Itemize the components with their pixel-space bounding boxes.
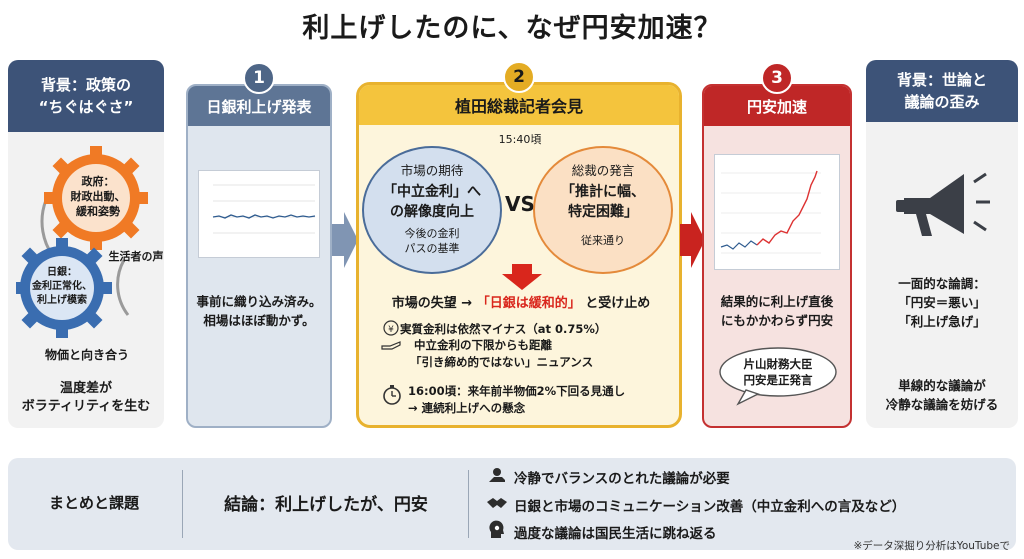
gear-boj-label: 日銀： 金利正常化、 利上げ模索 <box>32 267 92 306</box>
text-line: 特定困難」 <box>568 204 638 220</box>
text-line: にもかかわらず円安 <box>720 313 834 328</box>
hand-icon <box>381 341 401 350</box>
background-opinion-panel: 背景：世論と 議論の歪み <box>866 60 1018 428</box>
text-line: 今後の金利 <box>404 227 460 240</box>
text-line: 「円安＝悪い」 <box>898 295 986 310</box>
heading-line: 議論の歪み <box>904 93 980 111</box>
flat-rate-chart <box>198 170 320 258</box>
text-line: 結果的に利上げ直後 <box>720 294 834 309</box>
governor-statement-title: 総裁の発言 <box>571 163 635 178</box>
step2-number-badge: 2 <box>503 61 535 93</box>
text-line: 温度差が <box>59 381 112 396</box>
flat-line-chart-image <box>212 184 316 234</box>
text-line: ボラティリティを生む <box>21 399 151 414</box>
step3-description: 結果的に利上げ直後 にもかかわらず円安 <box>704 292 850 330</box>
text-fragment: と受け止め <box>585 296 651 311</box>
text-fragment: 市場の失望 → <box>391 296 473 311</box>
finance-minister-remark: 片山財務大臣 円安是正発言 <box>716 356 840 388</box>
step1-description: 事前に織り込み済み。 相場はほぼ動かず。 <box>190 292 328 330</box>
governor-statement-circle <box>533 146 673 274</box>
summary-item-public-impact: 過度な議論は国民生活に跳ね返る <box>514 526 717 542</box>
boj-gear-icon <box>16 238 112 338</box>
text-line: 相場はほぼ動かず。 <box>203 313 315 328</box>
text-line: 「中立金利」へ <box>383 184 481 200</box>
text-line: 冷静な議論を妨げる <box>885 397 999 412</box>
handshake-icon <box>487 498 507 508</box>
page-title: 利上げしたのに、なぜ円安加速？ <box>302 13 722 44</box>
policy-gears-diagram <box>16 146 148 338</box>
heading-line: 背景：世論と <box>896 71 987 89</box>
rising-line-chart-image <box>720 170 821 254</box>
label-facing-prices: 物価と向き合う <box>44 348 129 362</box>
text-line: 単線的な議論が <box>898 378 986 393</box>
left-conclusion: 温度差が ボラティリティを生む <box>10 380 162 416</box>
speech-bubble <box>719 347 837 406</box>
flow-arrow-2-3 <box>680 212 705 268</box>
label-public-voice: 生活者の声 <box>108 250 164 263</box>
market-disappointment: 市場の失望 → 「日銀は緩和的」 と受け止め <box>362 292 680 311</box>
governor-statement-main: 「推計に幅、 特定困難」 <box>533 182 673 222</box>
governor-statement-sub: 従来通り <box>581 234 625 247</box>
text-line: の解像度向上 <box>390 204 474 220</box>
megaphone-icon <box>896 172 990 236</box>
summary-footer <box>8 458 1016 550</box>
bullet-nuance: 「引き締め的ではない」ニュアンス <box>410 355 594 369</box>
gear-government-label: 政府： 財政出動、 緩和姿勢 <box>70 175 126 218</box>
text-line: パスの基準 <box>404 242 460 255</box>
footer-divider <box>182 470 183 538</box>
linear-debate-warning: 単線的な議論が 冷静な議論を妨げる <box>866 376 1018 414</box>
market-expectation-circle <box>362 146 502 274</box>
conclusion: 結論：利上げしたが、円安 <box>224 495 428 515</box>
summary-item-balanced-debate: 冷静でバランスのとれた議論が必要 <box>514 471 730 487</box>
youtube-note: ※データ深掘り分析はYouTubeで <box>853 540 1011 552</box>
text-line: 事前に織り込み済み。 <box>196 294 322 309</box>
vs-label: VS <box>505 192 535 216</box>
text-line: 円安是正発言 <box>743 373 813 387</box>
text-line: 「推計に幅、 <box>561 184 645 200</box>
step3-number-badge: 3 <box>761 62 793 94</box>
balance-hand-icon <box>489 468 505 482</box>
background-opinion-heading: 背景：世論と 議論の歪み <box>866 60 1018 122</box>
svg-text:¥: ¥ <box>388 325 394 335</box>
head-gear-icon <box>489 520 504 538</box>
highlight-quote: 「日銀は緩和的」 <box>476 296 581 311</box>
background-policy-panel: 背景：政策の “ちぐはぐさ” <box>8 60 164 428</box>
market-expectation-title: 市場の期待 <box>400 163 464 178</box>
summary-label: まとめと課題 <box>48 494 139 512</box>
text-line: 片山財務大臣 <box>743 357 813 371</box>
footer-divider <box>468 470 469 538</box>
background-policy-heading: 背景：政策の “ちぐはぐさ” <box>8 60 164 132</box>
yen-weakening-chart <box>714 154 840 270</box>
market-expectation-sub: 今後の金利 パスの基準 <box>362 226 502 256</box>
step3-heading: 円安加速 <box>704 86 850 126</box>
bullet-neutral-rate: 中立金利の下限からも距離 <box>414 338 552 352</box>
cycle-arrow <box>116 259 130 316</box>
heading-line: 背景：政策の <box>40 76 131 94</box>
yen-coin-icon: ¥ <box>383 320 399 336</box>
press-time: 15:40頃 <box>498 133 542 146</box>
clock-icon <box>383 385 401 405</box>
text-line: 一面的な論調： <box>898 276 986 291</box>
text-line: 「利上げ急げ」 <box>898 314 986 329</box>
bullet-outlook: 16:00頃：来年前半物価2%下回る見通し → 連続利上げへの懸念 <box>408 383 680 417</box>
heading-line: “ちぐはぐさ” <box>38 98 134 116</box>
step1-number-badge: 1 <box>243 62 275 94</box>
down-arrow-icon <box>502 264 542 290</box>
summary-item-communication: 日銀と市場のコミュニケーション改善（中立金利への言及など） <box>514 499 906 515</box>
step1-heading: 日銀利上げ発表 <box>188 86 330 126</box>
one-sided-narrative: 一面的な論調： 「円安＝悪い」 「利上げ急げ」 <box>866 274 1018 331</box>
text-line: → 連続利上げへの懸念 <box>408 401 526 415</box>
flow-arrow-1-2 <box>332 212 358 268</box>
market-expectation-main: 「中立金利」へ の解像度向上 <box>362 182 502 222</box>
bullet-real-rate: 実質金利は依然マイナス（at 0.75%） <box>400 322 607 336</box>
text-line: 16:00頃：来年前半物価2%下回る見通し <box>408 384 626 398</box>
